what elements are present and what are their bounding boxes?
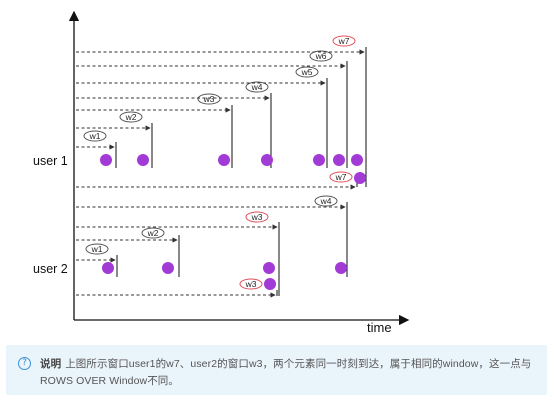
- event-dot: [261, 154, 273, 166]
- window-label-text: w4: [251, 82, 263, 92]
- event-dot: [333, 154, 345, 166]
- window-label-text: w3: [203, 94, 215, 104]
- event-dot: [264, 278, 276, 290]
- row-label-user2: user 2: [33, 262, 68, 276]
- window-label-oval: [141, 227, 165, 239]
- event-dot: [335, 262, 347, 274]
- window-w5-4: w5: [76, 66, 328, 168]
- window-label-text: w5: [301, 67, 313, 77]
- window-w3-2: w3: [76, 93, 233, 168]
- note-box: ? 说明上图所示窗口user1的w7、user2的窗口w3，两个元素同一时刻到达…: [6, 345, 547, 395]
- event-dot: [102, 262, 114, 274]
- event-dot: [100, 154, 112, 166]
- note-body: 上图所示窗口user1的w7、user2的窗口w3，两个元素同一时刻到达，属于相…: [40, 358, 532, 387]
- dots-layer: [100, 154, 366, 290]
- window-label-text: w7: [338, 36, 350, 46]
- axis-label-time: time: [367, 320, 392, 335]
- window-label-text: w2: [125, 112, 137, 122]
- window-label-oval: [119, 111, 143, 123]
- window-label-text: w2: [147, 228, 159, 238]
- window-label-oval: [332, 35, 356, 47]
- note-text-block: 说明上图所示窗口user1的w7、user2的窗口w3，两个元素同一时刻到达，属…: [40, 356, 533, 390]
- window-w1-0: w1: [76, 130, 117, 168]
- event-dot: [263, 262, 275, 274]
- window-label-oval: [83, 130, 107, 142]
- window-label-oval: [314, 195, 338, 207]
- window-label-text: w3: [251, 212, 263, 222]
- event-dot: [313, 154, 325, 166]
- window-label-text: w1: [89, 131, 101, 141]
- question-circle-icon: ?: [18, 357, 31, 370]
- event-dot: [351, 154, 363, 166]
- event-dot: [137, 154, 149, 166]
- note-title: 说明: [40, 358, 62, 370]
- window-label-oval: [197, 93, 221, 105]
- window-label-text: w7: [335, 172, 347, 182]
- window-label-oval: [85, 243, 109, 255]
- window-label-oval: [239, 278, 263, 290]
- window-label-text: w6: [315, 51, 327, 61]
- rows-over-window-diagram: time user 1 user 2 w1w2w3w4w5w6w7w7w4w3w…: [33, 10, 410, 335]
- window-label-oval: [245, 211, 269, 223]
- window-w4-8: w4: [76, 195, 348, 277]
- window-label-text: w3: [245, 279, 257, 289]
- event-dot: [162, 262, 174, 274]
- window-w1-11: w1: [76, 243, 118, 277]
- window-label-oval: [309, 50, 333, 62]
- window-w3-9: w3: [76, 211, 280, 296]
- window-label-text: w1: [91, 244, 103, 254]
- window-label-text: w4: [320, 196, 332, 206]
- event-dot: [218, 154, 230, 166]
- row-label-user1: user 1: [33, 154, 68, 168]
- window-label-oval: [245, 81, 269, 93]
- window-label-oval: [295, 66, 319, 78]
- window-w2-1: w2: [76, 111, 153, 168]
- window-w7-7: w7: [76, 171, 358, 190]
- window-w2-10: w2: [76, 227, 180, 277]
- window-w4-3: w4: [76, 81, 272, 168]
- window-label-oval: [329, 171, 353, 183]
- event-dot: [354, 172, 366, 184]
- window-w7-6: w7: [76, 35, 367, 187]
- window-w3-12: w3: [76, 278, 278, 298]
- window-w6-5: w6: [76, 50, 348, 168]
